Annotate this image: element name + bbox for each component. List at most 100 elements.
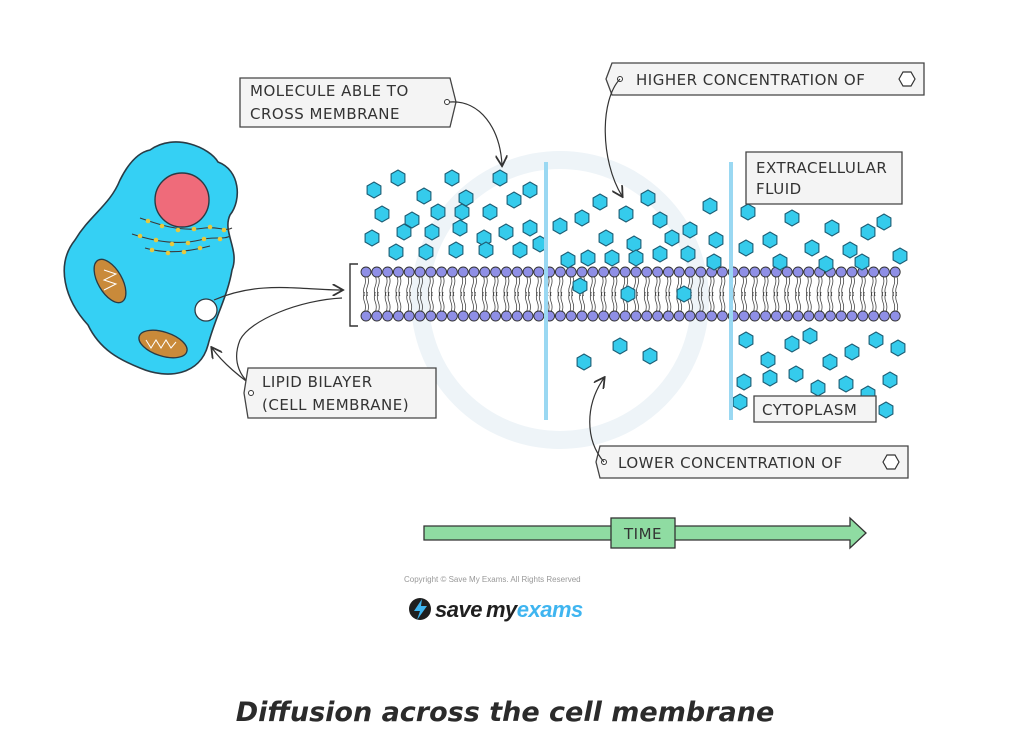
lipid-tail bbox=[762, 275, 769, 297]
phospholipid-head bbox=[576, 310, 588, 322]
molecule-hexagon bbox=[418, 243, 434, 261]
lipid-tail bbox=[427, 291, 434, 313]
molecule-hexagon bbox=[682, 221, 698, 239]
phospholipid-head bbox=[587, 310, 599, 322]
lipid-tail bbox=[568, 291, 575, 313]
phospholipid-head bbox=[662, 266, 674, 278]
svg-text:(CELL MEMBRANE): (CELL MEMBRANE) bbox=[262, 396, 409, 414]
phospholipid-head bbox=[457, 310, 469, 322]
logo-my: my bbox=[486, 597, 519, 622]
phospholipid-head bbox=[652, 310, 664, 322]
molecule-hexagon bbox=[652, 245, 668, 263]
molecule-hexagon bbox=[396, 223, 412, 241]
lipid-tail bbox=[708, 275, 715, 297]
molecule-hexagon bbox=[810, 379, 826, 397]
phospholipid-head bbox=[792, 310, 804, 322]
molecule-hexagon bbox=[618, 205, 634, 223]
svg-text:LIPID BILAYER: LIPID BILAYER bbox=[262, 373, 373, 391]
watermark bbox=[411, 151, 709, 449]
molecule-hexagon bbox=[680, 245, 696, 263]
molecules bbox=[364, 169, 908, 419]
phospholipid-head bbox=[468, 266, 480, 278]
lipid-tail bbox=[600, 291, 607, 313]
phospholipid-head bbox=[457, 266, 469, 278]
phospholipid-head bbox=[738, 266, 750, 278]
lipid-tail bbox=[795, 275, 801, 297]
phospholipid-head bbox=[673, 310, 685, 322]
zoom-arrow bbox=[213, 288, 342, 301]
phospholipid-head bbox=[706, 310, 718, 322]
phospholipid-head bbox=[598, 310, 610, 322]
lipid-tail bbox=[654, 291, 661, 313]
lipid-tail bbox=[838, 275, 845, 297]
lipid-tail bbox=[827, 291, 834, 313]
phospholipid-head bbox=[835, 266, 847, 278]
hexagon-icon bbox=[898, 71, 916, 87]
molecule-hexagon bbox=[512, 241, 528, 259]
lipid-tail bbox=[881, 275, 888, 297]
phospholipid-head bbox=[608, 310, 620, 322]
lipid-tail bbox=[535, 275, 542, 297]
time-arrow: TIME bbox=[423, 516, 867, 550]
molecule-hexagon bbox=[824, 219, 840, 237]
lipid-tail bbox=[859, 291, 866, 313]
lipid-tail bbox=[805, 275, 812, 297]
phospholipid-head bbox=[868, 266, 880, 278]
molecule-hexagon bbox=[364, 229, 380, 247]
molecule-hexagon bbox=[732, 393, 748, 411]
molecule-hexagon bbox=[458, 189, 474, 207]
phospholipid-head bbox=[673, 266, 685, 278]
zoom-circle bbox=[194, 298, 218, 322]
label-lower-concentration: LOWER CONCENTRATION OF bbox=[589, 378, 909, 479]
molecule-hexagon bbox=[374, 205, 390, 223]
molecule-hexagon bbox=[452, 219, 468, 237]
lipid-bilayer bbox=[360, 266, 901, 322]
lipid-tail bbox=[525, 275, 531, 297]
lipid-tail bbox=[481, 275, 488, 297]
phospholipid-head bbox=[878, 266, 890, 278]
lipid-tail bbox=[460, 275, 467, 297]
phospholipid-head bbox=[490, 266, 502, 278]
label-higher-concentration: HIGHER CONCENTRATION OF bbox=[604, 62, 925, 196]
lipid-tail bbox=[406, 291, 413, 313]
phospholipid-head bbox=[414, 310, 426, 322]
molecule-hexagon bbox=[882, 371, 898, 389]
molecule-hexagon bbox=[492, 169, 508, 187]
phospholipid-head bbox=[684, 310, 696, 322]
phospholipid-head bbox=[770, 310, 782, 322]
svg-text:CYTOPLASM: CYTOPLASM bbox=[762, 401, 857, 419]
lipid-tail bbox=[892, 291, 899, 313]
svg-text:CROSS MEMBRANE: CROSS MEMBRANE bbox=[250, 105, 400, 123]
phospholipid-head bbox=[554, 266, 566, 278]
phospholipid-head bbox=[619, 266, 631, 278]
time-label-box bbox=[610, 517, 676, 549]
molecule-hexagon bbox=[844, 343, 860, 361]
phospholipid-head bbox=[608, 266, 620, 278]
lipid-tail bbox=[557, 291, 564, 313]
lipid-tail bbox=[751, 275, 758, 297]
lipid-tail bbox=[514, 291, 521, 313]
molecule-hexagon bbox=[842, 241, 858, 259]
nucleus bbox=[154, 172, 210, 228]
lipid-tail bbox=[827, 275, 834, 297]
mitochondrion bbox=[138, 329, 188, 359]
molecule-hexagon bbox=[522, 219, 538, 237]
phospholipid-head bbox=[889, 266, 901, 278]
lipid-tail bbox=[438, 275, 445, 297]
cell-illustration bbox=[63, 141, 238, 375]
molecule-hexagon bbox=[574, 209, 590, 227]
molecule-hexagon bbox=[424, 223, 440, 241]
phospholipid-head bbox=[382, 266, 394, 278]
molecule-hexagon bbox=[762, 369, 778, 387]
phospholipid-head bbox=[522, 310, 534, 322]
phospholipid-head bbox=[576, 266, 588, 278]
molecule-hexagon bbox=[604, 249, 620, 267]
molecule-hexagon bbox=[430, 203, 446, 221]
phospholipid-head bbox=[360, 310, 372, 322]
lipid-tail bbox=[417, 275, 423, 297]
phospholipid-head bbox=[749, 266, 761, 278]
lipid-tail bbox=[395, 275, 402, 297]
phospholipid-head bbox=[392, 266, 404, 278]
molecule-hexagon bbox=[404, 211, 420, 229]
